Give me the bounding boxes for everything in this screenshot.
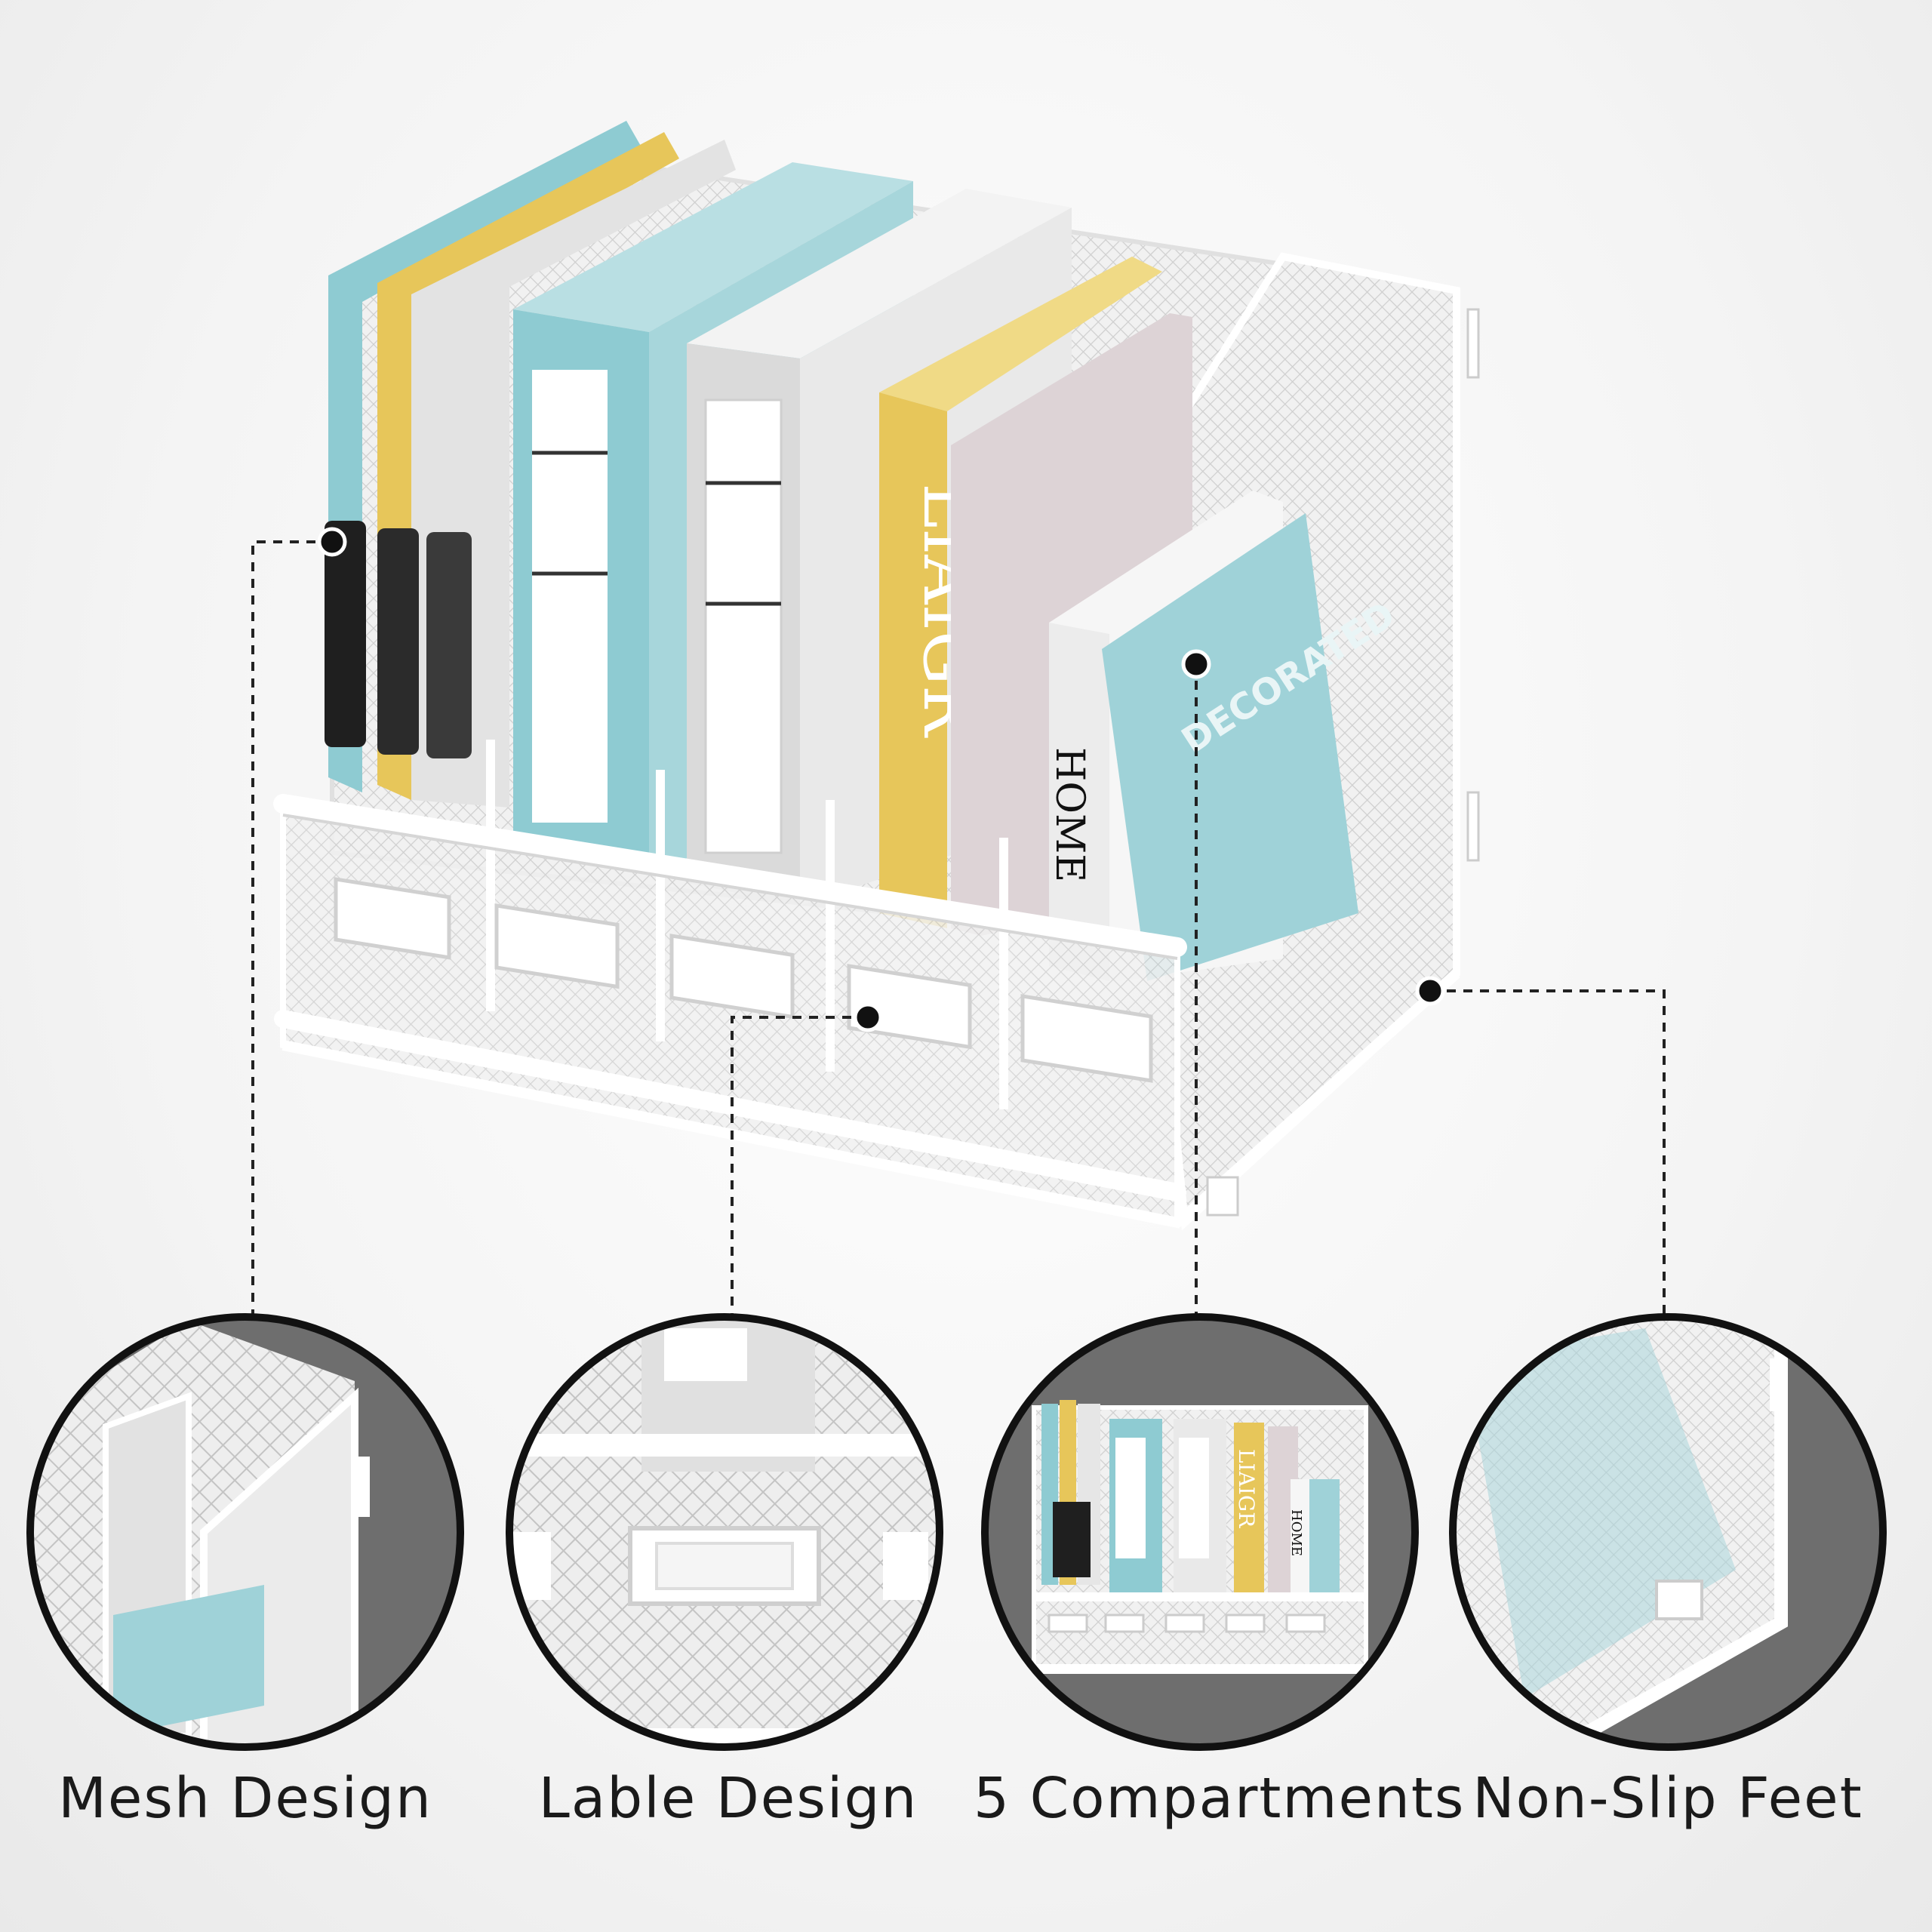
organizer-thumbnail-icon: LIAIGR HOME [981, 1313, 1419, 1751]
binder-stack: LIAIGR HOME DECORATED [325, 121, 1403, 981]
thumbnail-spine-1: LIAIGR [1234, 1449, 1259, 1528]
feet-closeup-icon [1449, 1313, 1887, 1751]
feature-label-feet: Non-Slip Feet [1472, 1766, 1863, 1831]
mesh-closeup-icon [26, 1313, 464, 1751]
label-holders [334, 877, 1153, 1083]
organizer: LIAIGR HOME DECORATED [273, 121, 1480, 1231]
callout-lines [251, 540, 1666, 1328]
thumbnail-spine-2: HOME [1288, 1509, 1304, 1556]
callout-dots [317, 527, 1445, 1032]
feature-label-compartments: 5 Compartments [974, 1766, 1466, 1831]
feature-label-label: Lable Design [538, 1766, 918, 1831]
binder-label [532, 370, 608, 823]
binder-clip-icon [325, 521, 366, 747]
label-holder-closeup-icon [506, 1313, 943, 1751]
feature-label-mesh: Mesh Design [58, 1766, 432, 1831]
book-spine-2: HOME [1047, 747, 1092, 882]
